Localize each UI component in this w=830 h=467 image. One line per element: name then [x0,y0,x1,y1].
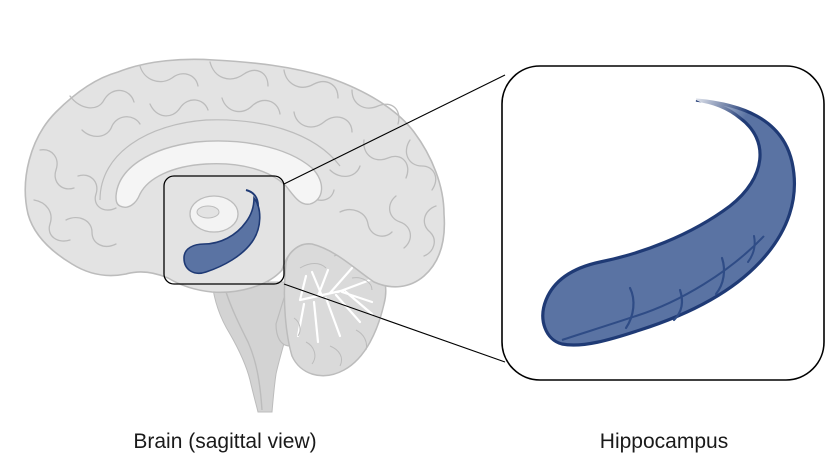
hippocampus-caption: Hippocampus [599,430,729,453]
hippocampus-fold-1 [624,286,635,330]
brain-hippocampus [183,195,261,274]
hippocampus-tail-fade [688,96,798,170]
brain-hippocampus-tail [245,189,259,207]
hippocampus-fold-4 [747,235,756,263]
brain-gyri [33,61,437,257]
thalamus-nucleus [196,205,220,219]
hippocampus-panel [501,65,825,381]
connector-line-bottom [283,283,506,363]
connector-line-top [283,74,506,185]
hippocampus-inner-edge [561,235,765,341]
brain-illustration [24,58,446,413]
brainstem [211,281,293,413]
zoom-inset-box [163,175,285,285]
hippocampus-shape [541,98,797,347]
brainstem-inner [225,291,263,411]
corpus-callosum [115,140,323,208]
cingulate-gyrus [99,119,341,201]
hippocampus-fold-3 [714,256,726,296]
brain-caption: Brain (sagittal view) [133,430,317,453]
hippocampus-fold-2 [672,288,684,322]
